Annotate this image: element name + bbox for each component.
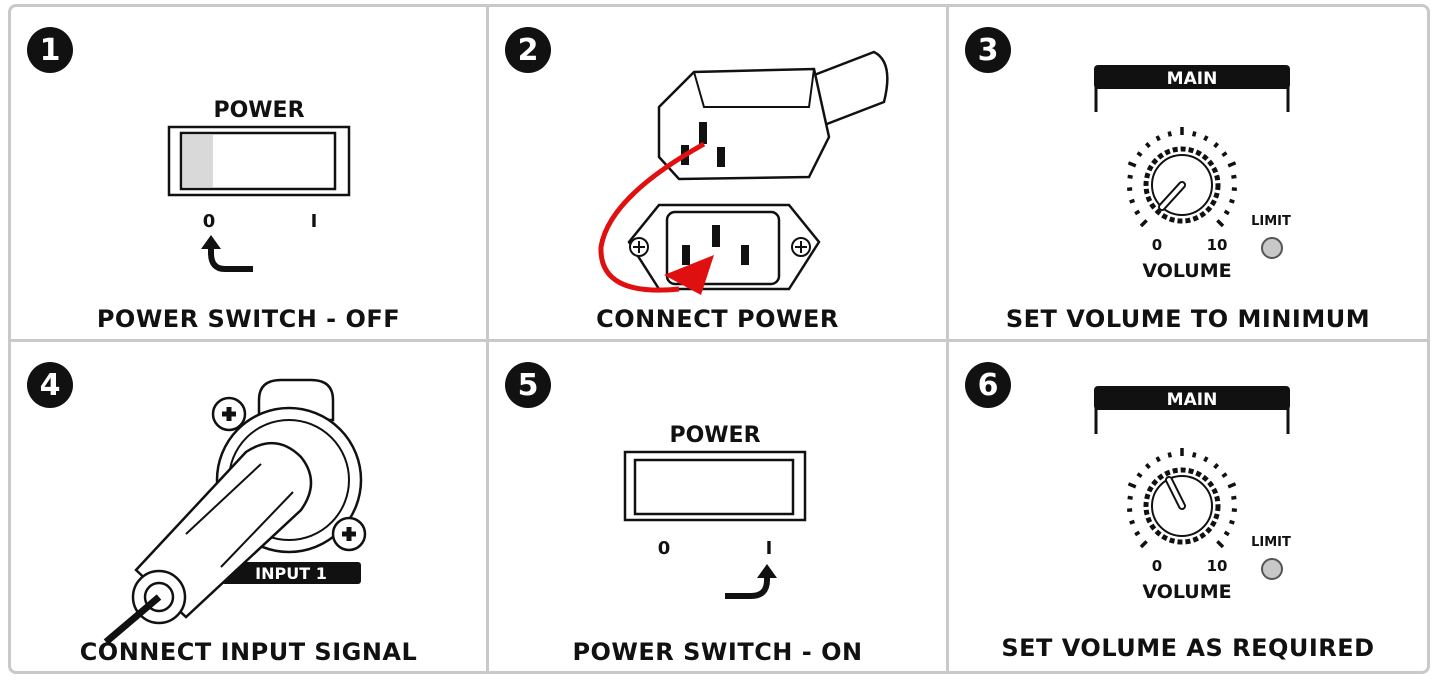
- scale-tick: [1203, 135, 1209, 142]
- power-switch-label: POWER: [669, 423, 760, 448]
- connect-arrow-icon: [598, 141, 706, 293]
- scale-tick: [1127, 482, 1137, 489]
- limit-led-icon: [1261, 237, 1283, 259]
- scale-min-label: 0: [1152, 236, 1162, 254]
- scale-tick: [1203, 456, 1209, 463]
- step-1-badge: 1: [27, 27, 73, 73]
- main-section-label: MAIN: [1167, 390, 1218, 410]
- scale-tick: [1221, 151, 1228, 158]
- scale-tick: [1144, 142, 1151, 149]
- scale-tick: [1155, 135, 1161, 142]
- instruction-grid: 1 POWER 0 I POWER SWITCH - OFF 2: [8, 4, 1430, 674]
- step-1-panel: 1 POWER 0 I POWER SWITCH - OFF: [11, 7, 489, 342]
- scale-tick: [1229, 519, 1235, 525]
- step-2-illustration: [598, 50, 889, 295]
- step-3-badge: 3: [965, 27, 1011, 73]
- step-3-panel: 3 MAIN 0 10 VOLUME LIMIT SET VOLUME TO M…: [949, 7, 1427, 342]
- volume-scale-ticks: [1127, 448, 1237, 549]
- step-4-badge: 4: [27, 362, 73, 408]
- scale-tick: [1136, 151, 1143, 158]
- step-5-panel: 5 POWER 0 I POWER SWITCH - ON: [489, 342, 949, 671]
- scale-tick: [1191, 131, 1197, 137]
- knob-pointer-set: [1167, 478, 1184, 508]
- limit-led-icon: [1261, 558, 1283, 580]
- step-1-caption: POWER SWITCH - OFF: [96, 305, 401, 333]
- knob-pointer-min: [1160, 183, 1184, 209]
- scale-tick: [1129, 198, 1135, 204]
- scale-tick: [1155, 456, 1161, 463]
- on-mark: I: [766, 538, 773, 559]
- scale-min-label: 0: [1152, 557, 1162, 575]
- input-label-plate: [221, 562, 361, 584]
- curved-arrow-icon: [725, 574, 770, 599]
- scale-tick: [1223, 209, 1230, 216]
- scale-tick: [1129, 519, 1135, 525]
- main-section-label: MAIN: [1167, 69, 1218, 89]
- step-6-caption: SET VOLUME AS REQUIRED: [1001, 634, 1375, 662]
- step-6-badge: 6: [965, 362, 1011, 408]
- arrow-head-icon: [201, 235, 221, 249]
- scale-tick: [1127, 495, 1133, 500]
- step-1-illustration: POWER 0 I: [167, 98, 351, 272]
- curved-arrow-icon: [208, 245, 253, 272]
- off-mark: 0: [658, 538, 671, 559]
- step-6-panel: 6 MAIN 0 10 VOLUME LIMIT SET VOLUME AS R…: [949, 342, 1427, 671]
- scale-max-label: 10: [1207, 557, 1228, 575]
- scale-tick: [1227, 161, 1237, 168]
- volume-label: VOLUME: [1142, 260, 1231, 282]
- step-2-caption: CONNECT POWER: [596, 305, 839, 333]
- scale-tick: [1134, 209, 1141, 216]
- step-3-caption: SET VOLUME TO MINIMUM: [1005, 305, 1371, 333]
- scale-tick: [1229, 198, 1235, 204]
- step-3-illustration: MAIN 0 10 VOLUME LIMIT: [1094, 65, 1291, 282]
- power-switch-rocker[interactable]: [633, 458, 795, 516]
- step-4-panel: 4 INPUT 1 CONNECT INPUT SIGNAL: [11, 342, 489, 671]
- scale-tick: [1223, 530, 1230, 537]
- scale-tick: [1136, 472, 1143, 479]
- scale-tick: [1231, 174, 1237, 179]
- scale-max-label: 10: [1207, 236, 1228, 254]
- arrow-head-icon: [757, 564, 777, 578]
- scale-tick: [1216, 219, 1225, 228]
- main-section-header: [1094, 65, 1290, 89]
- step-6-illustration: MAIN 0 10 VOLUME LIMIT: [1094, 386, 1291, 603]
- signal-cable-icon: [103, 594, 162, 645]
- step-2-panel: 2 CONNECT POWER: [489, 7, 949, 342]
- step-5-illustration: POWER 0 I: [623, 423, 807, 599]
- step-4-illustration: INPUT 1: [103, 378, 367, 645]
- scale-tick: [1144, 463, 1151, 470]
- scale-tick: [1221, 472, 1228, 479]
- power-cable-icon: [807, 50, 889, 129]
- volume-scale-ticks: [1127, 127, 1237, 228]
- limit-label: LIMIT: [1251, 214, 1291, 229]
- scale-tick: [1139, 540, 1148, 549]
- scale-tick: [1127, 161, 1137, 168]
- on-mark: I: [311, 211, 318, 232]
- scale-tick: [1191, 452, 1197, 458]
- power-switch-pressed-side: [183, 135, 213, 187]
- scale-tick: [1213, 142, 1220, 149]
- step-5-badge: 5: [505, 362, 551, 408]
- scale-tick: [1213, 463, 1220, 470]
- input-1-label: INPUT 1: [255, 564, 327, 583]
- off-mark: 0: [203, 211, 216, 232]
- scale-tick: [1134, 530, 1141, 537]
- xlr-plug-icon: [134, 441, 313, 619]
- power-switch-label: POWER: [213, 98, 304, 123]
- connect-arrow-head-icon: [664, 255, 714, 295]
- scale-tick: [1227, 482, 1237, 489]
- scale-tick: [1231, 495, 1237, 500]
- scale-tick: [1167, 452, 1173, 458]
- scale-tick: [1167, 131, 1173, 137]
- scale-tick: [1127, 174, 1133, 179]
- step-4-caption: CONNECT INPUT SIGNAL: [79, 638, 418, 666]
- scale-tick: [1139, 219, 1148, 228]
- scale-tick: [1216, 540, 1225, 549]
- volume-label: VOLUME: [1142, 581, 1231, 603]
- step-5-caption: POWER SWITCH - ON: [572, 638, 863, 666]
- step-2-badge: 2: [505, 27, 551, 73]
- limit-label: LIMIT: [1251, 535, 1291, 550]
- main-section-header: [1094, 386, 1290, 410]
